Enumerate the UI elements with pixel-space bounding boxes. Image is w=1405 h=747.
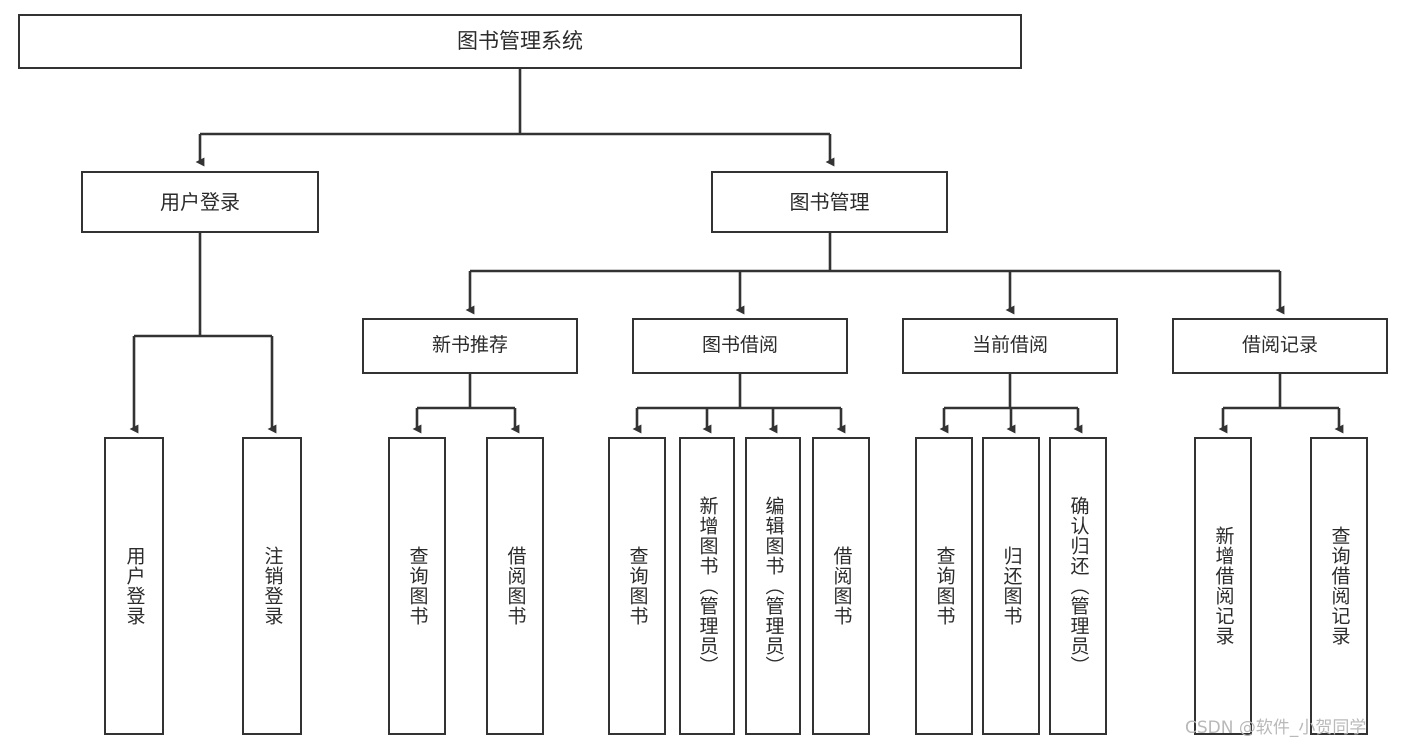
node-book-borrow[interactable]: 图书借阅 xyxy=(632,318,848,374)
node-borrow-record-label: 借阅记录 xyxy=(1241,334,1318,357)
node-leaf-add-book[interactable]: 新增图书（管理员） xyxy=(679,437,735,735)
node-leaf-logout-label: 注销登录 xyxy=(261,546,284,626)
node-current-borrow-label: 当前借阅 xyxy=(971,334,1048,357)
node-leaf-query-book-2-label: 查询图书 xyxy=(626,546,649,626)
node-leaf-borrow-book-2[interactable]: 借阅图书 xyxy=(812,437,870,735)
node-leaf-query-book-1-label: 查询图书 xyxy=(406,546,429,626)
node-leaf-query-book-3-label: 查询图书 xyxy=(933,546,956,626)
node-book-borrow-label: 图书借阅 xyxy=(701,334,778,357)
node-leaf-add-record-label: 新增借阅记录 xyxy=(1212,526,1235,646)
node-leaf-borrow-book-1-label: 借阅图书 xyxy=(504,546,527,626)
node-leaf-borrow-book-2-label: 借阅图书 xyxy=(830,546,853,626)
node-leaf-query-record[interactable]: 查询借阅记录 xyxy=(1310,437,1368,735)
node-leaf-query-book-3[interactable]: 查询图书 xyxy=(915,437,973,735)
node-leaf-confirm-return[interactable]: 确认归还（管理员） xyxy=(1049,437,1107,735)
node-root-label: 图书管理系统 xyxy=(457,28,583,53)
node-leaf-query-book-2[interactable]: 查询图书 xyxy=(608,437,666,735)
node-current-borrow[interactable]: 当前借阅 xyxy=(902,318,1118,374)
node-leaf-user-login-label: 用户登录 xyxy=(123,546,146,626)
node-leaf-add-record[interactable]: 新增借阅记录 xyxy=(1194,437,1252,735)
node-root[interactable]: 图书管理系统 xyxy=(18,14,1022,69)
node-leaf-edit-book[interactable]: 编辑图书（管理员） xyxy=(745,437,801,735)
node-leaf-borrow-book-1[interactable]: 借阅图书 xyxy=(486,437,544,735)
node-book-manage[interactable]: 图书管理 xyxy=(711,171,948,233)
node-leaf-add-book-label: 新增图书（管理员） xyxy=(696,496,719,676)
node-new-book-recommend-label: 新书推荐 xyxy=(431,334,508,357)
node-leaf-return-book-label: 归还图书 xyxy=(1000,546,1023,626)
node-user-login[interactable]: 用户登录 xyxy=(81,171,319,233)
node-borrow-record[interactable]: 借阅记录 xyxy=(1172,318,1388,374)
node-leaf-return-book[interactable]: 归还图书 xyxy=(982,437,1040,735)
node-leaf-logout[interactable]: 注销登录 xyxy=(242,437,302,735)
node-leaf-confirm-return-label: 确认归还（管理员） xyxy=(1067,496,1090,676)
node-new-book-recommend[interactable]: 新书推荐 xyxy=(362,318,578,374)
node-leaf-query-book-1[interactable]: 查询图书 xyxy=(388,437,446,735)
node-leaf-query-record-label: 查询借阅记录 xyxy=(1328,526,1351,646)
node-leaf-user-login[interactable]: 用户登录 xyxy=(104,437,164,735)
csdn-watermark: CSDN @软件_小贺同学 xyxy=(1185,718,1367,738)
node-leaf-edit-book-label: 编辑图书（管理员） xyxy=(762,496,785,676)
node-book-manage-label: 图书管理 xyxy=(789,189,870,214)
node-user-login-label: 用户登录 xyxy=(160,189,240,214)
